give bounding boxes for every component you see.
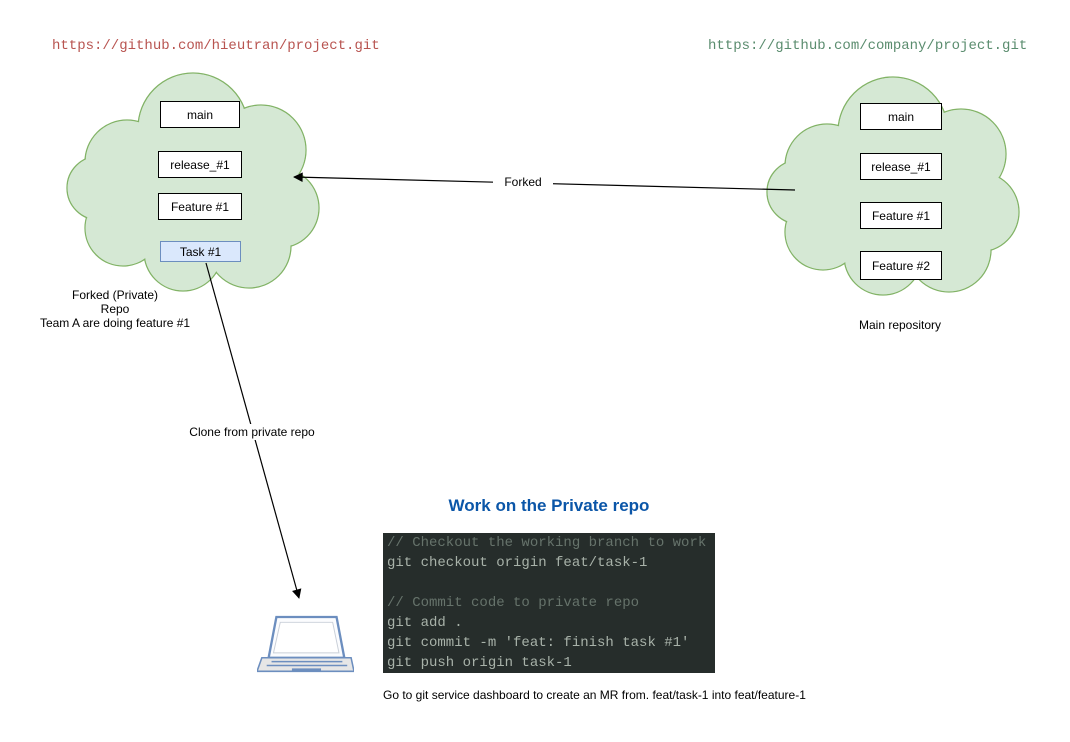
branch-box-feature1-private: Feature #1: [158, 193, 242, 220]
branch-box-feature1: Feature #1: [860, 202, 942, 229]
private-repo-url: https://github.com/hieutran/project.git: [52, 38, 380, 54]
code-line: git checkout origin feat/task-1: [387, 555, 648, 571]
branch-box-release: release_#1: [860, 153, 942, 180]
branch-box-task1-private: Task #1: [160, 241, 241, 262]
git-commands-code-block: // Checkout the working branch to work g…: [383, 533, 715, 673]
forked-arrow-label: Forked: [493, 174, 553, 190]
code-line: // Checkout the working branch to work: [387, 535, 707, 551]
main-repo-url: https://github.com/company/project.git: [708, 38, 1028, 54]
clone-arrow-label: Clone from private repo: [186, 424, 318, 440]
code-line: // Commit code to private repo: [387, 595, 640, 611]
branch-box-main: main: [860, 103, 942, 130]
code-line: [387, 573, 711, 593]
branch-box-feature2: Feature #2: [860, 251, 942, 280]
mr-instruction-text: Go to git service dashboard to create an…: [383, 688, 806, 702]
private-repo-caption: Forked (Private) Repo Team A are doing f…: [15, 288, 215, 330]
private-repo-caption-line1: Forked (Private): [71, 288, 159, 302]
code-line: git add .: [387, 615, 463, 631]
branch-box-main-private: main: [160, 101, 240, 128]
work-section-title: Work on the Private repo: [448, 496, 650, 515]
code-line: git push origin task-1: [387, 655, 572, 671]
laptop-icon: [257, 615, 354, 673]
code-line: git commit -m 'feat: finish task #1': [387, 635, 690, 651]
private-repo-caption-line3: Team A are doing feature #1: [39, 316, 191, 330]
private-repo-caption-line2: Repo: [100, 302, 130, 316]
main-repo-caption: Main repository: [858, 318, 942, 332]
branch-box-release-private: release_#1: [158, 151, 242, 178]
